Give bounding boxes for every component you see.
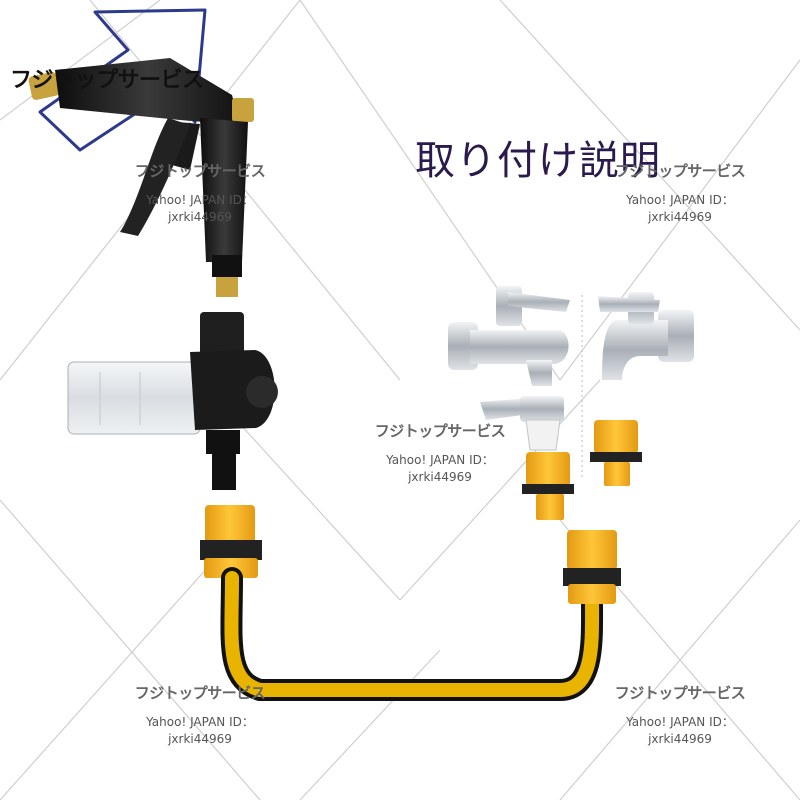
garden-hose (231, 578, 592, 690)
watermark-name: フジトップサービス (340, 420, 540, 441)
watermark-account: jxrki44969 (100, 210, 300, 224)
watermark-id-label: Yahoo! JAPAN ID： (100, 191, 300, 208)
faucet-left-illustration (448, 286, 570, 386)
watermark-account: jxrki44969 (580, 732, 780, 746)
watermark: フジトップサービス Yahoo! JAPAN ID： jxrki44969 (340, 420, 540, 484)
watermark: フジトップサービス Yahoo! JAPAN ID： jxrki44969 (100, 160, 300, 224)
watermark-id-label: Yahoo! JAPAN ID： (580, 713, 780, 730)
watermark: フジトップサービス Yahoo! JAPAN ID： jxrki44969 (580, 682, 780, 746)
watermark-name: フジトップサービス (580, 160, 780, 181)
watermark-account: jxrki44969 (100, 732, 300, 746)
watermark-account: jxrki44969 (340, 470, 540, 484)
right-hose-connector (563, 530, 621, 604)
watermark-account: jxrki44969 (580, 210, 780, 224)
watermark-name: フジトップサービス (100, 682, 300, 703)
watermark: フジトップサービス Yahoo! JAPAN ID： jxrki44969 (580, 160, 780, 224)
watermark: フジトップサービス Yahoo! JAPAN ID： jxrki44969 (100, 682, 300, 746)
foam-cannon-illustration (68, 312, 278, 490)
brand-badge: フジトップサービス (10, 62, 204, 94)
tap-connector-right (590, 420, 642, 486)
watermark-id-label: Yahoo! JAPAN ID： (340, 451, 540, 468)
watermark-id-label: Yahoo! JAPAN ID： (580, 191, 780, 208)
faucet-right-illustration (598, 292, 694, 380)
watermark-id-label: Yahoo! JAPAN ID： (100, 713, 300, 730)
watermark-name: フジトップサービス (580, 682, 780, 703)
watermark-name: フジトップサービス (100, 160, 300, 181)
